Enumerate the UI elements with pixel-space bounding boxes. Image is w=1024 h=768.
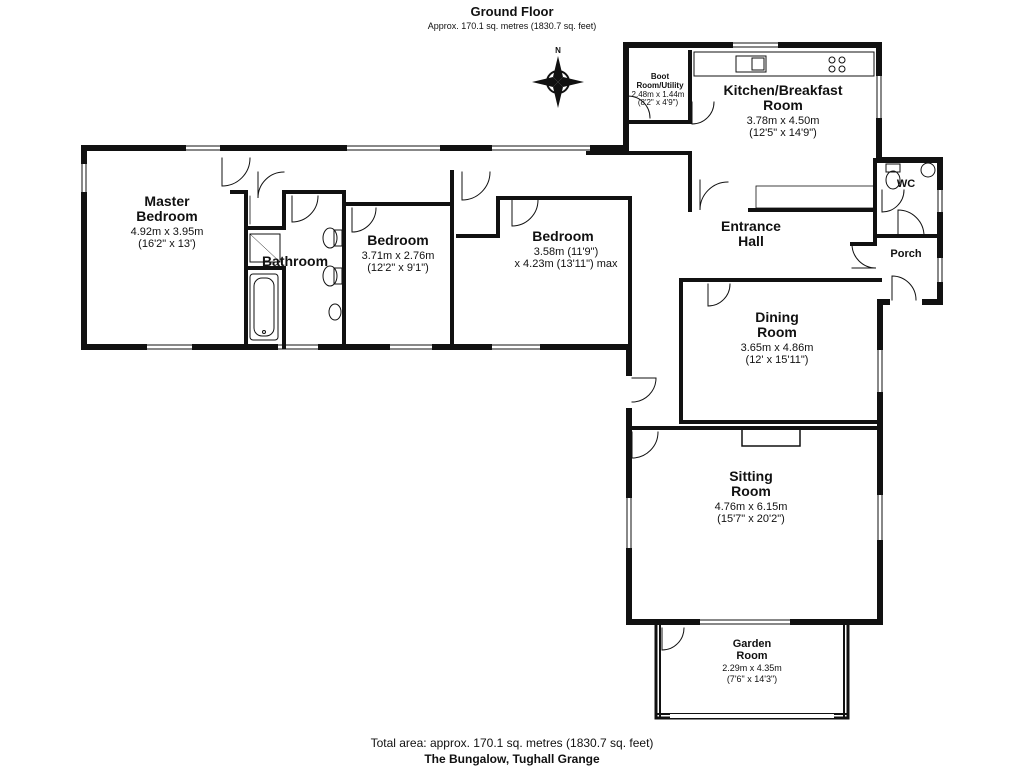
room-dimensions: 3.71m x 2.76m: [362, 250, 435, 262]
windows: [80, 41, 944, 626]
room-sitting: Sitting Room 4.76m x 6.15m (15'7" x 20'2…: [715, 468, 788, 525]
room-dimensions: 2.29m x 4.35m: [722, 663, 782, 673]
room-dimensions: (12'5" x 14'9"): [749, 127, 817, 139]
room-name: WC: [897, 178, 915, 190]
room-name: Room: [736, 650, 767, 662]
room-dimensions: (15'7" x 20'2"): [717, 513, 785, 525]
compass-rose-icon: N: [532, 46, 584, 108]
room-name: Hall: [738, 233, 764, 249]
room-name: Garden: [733, 638, 772, 650]
doors: [221, 95, 925, 651]
interior-walls: [230, 50, 942, 447]
room-bedroom-2: Bedroom 3.71m x 2.76m (12'2" x 9'1"): [362, 232, 435, 274]
kitchen-fixtures: [693, 51, 875, 209]
room-master-bedroom: Master Bedroom 4.92m x 3.95m (16'2" x 13…: [131, 193, 204, 250]
room-dimensions: (12' x 15'11"): [746, 354, 809, 366]
room-dimensions: 2.48m x 1.44m: [632, 90, 685, 99]
room-name: Bathroom: [262, 253, 328, 269]
bathroom-fixtures: [249, 227, 343, 341]
room-dimensions: 4.76m x 6.15m: [715, 501, 788, 513]
floor-area-subtitle: Approx. 170.1 sq. metres (1830.7 sq. fee…: [427, 21, 597, 31]
room-entrance-hall: Entrance Hall: [721, 218, 781, 249]
room-bathroom: Bathroom: [262, 253, 328, 269]
room-name: Master: [144, 193, 190, 209]
room-porch: Porch: [890, 248, 921, 260]
room-boot-room: Boot Room/Utility 2.48m x 1.44m (8'2" x …: [632, 72, 685, 107]
room-dimensions: (12'2" x 9'1"): [367, 262, 429, 274]
room-garden: Garden Room 2.29m x 4.35m (7'6" x 14'3"): [722, 638, 782, 684]
room-dimensions: (16'2" x 13'): [138, 238, 196, 250]
room-dimensions: 4.92m x 3.95m: [131, 226, 204, 238]
room-kitchen: Kitchen/Breakfast Room 3.78m x 4.50m (12…: [723, 82, 842, 139]
room-name: Porch: [890, 248, 921, 260]
room-name: Kitchen/Breakfast: [723, 82, 842, 98]
room-dimensions: x 4.23m (13'11") max: [514, 258, 618, 270]
room-dimensions: (7'6" x 14'3"): [727, 674, 777, 684]
floor-title: Ground Floor: [470, 4, 554, 19]
room-name: Bedroom: [532, 228, 593, 244]
room-name: Entrance: [721, 218, 781, 234]
room-name: Room: [757, 324, 797, 340]
property-name: The Bungalow, Tughall Grange: [424, 752, 600, 766]
room-bedroom-3: Bedroom 3.58m (11'9") x 4.23m (13'11") m…: [514, 228, 618, 270]
room-name: Room: [763, 97, 803, 113]
garden-room-walls: [654, 620, 850, 720]
room-dimensions: 3.58m (11'9"): [534, 246, 599, 258]
room-dimensions: 3.65m x 4.86m: [741, 342, 814, 354]
room-dimensions: 3.78m x 4.50m: [747, 115, 820, 127]
room-name: Dining: [755, 309, 799, 325]
room-name: Boot: [651, 72, 670, 81]
room-dimensions: (8'2" x 4'9"): [638, 98, 679, 107]
room-name: Bedroom: [136, 208, 197, 224]
room-name: Bedroom: [367, 232, 428, 248]
total-area: Total area: approx. 170.1 sq. metres (18…: [370, 736, 654, 750]
room-wc: WC: [897, 178, 915, 190]
window-frames: [81, 42, 943, 625]
compass-north-label: N: [555, 46, 561, 55]
room-name: Room/Utility: [636, 81, 684, 90]
room-dining: Dining Room 3.65m x 4.86m (12' x 15'11"): [741, 309, 814, 366]
room-name: Room: [731, 483, 771, 499]
wc-fixtures: [885, 162, 936, 190]
room-name: Sitting: [729, 468, 773, 484]
